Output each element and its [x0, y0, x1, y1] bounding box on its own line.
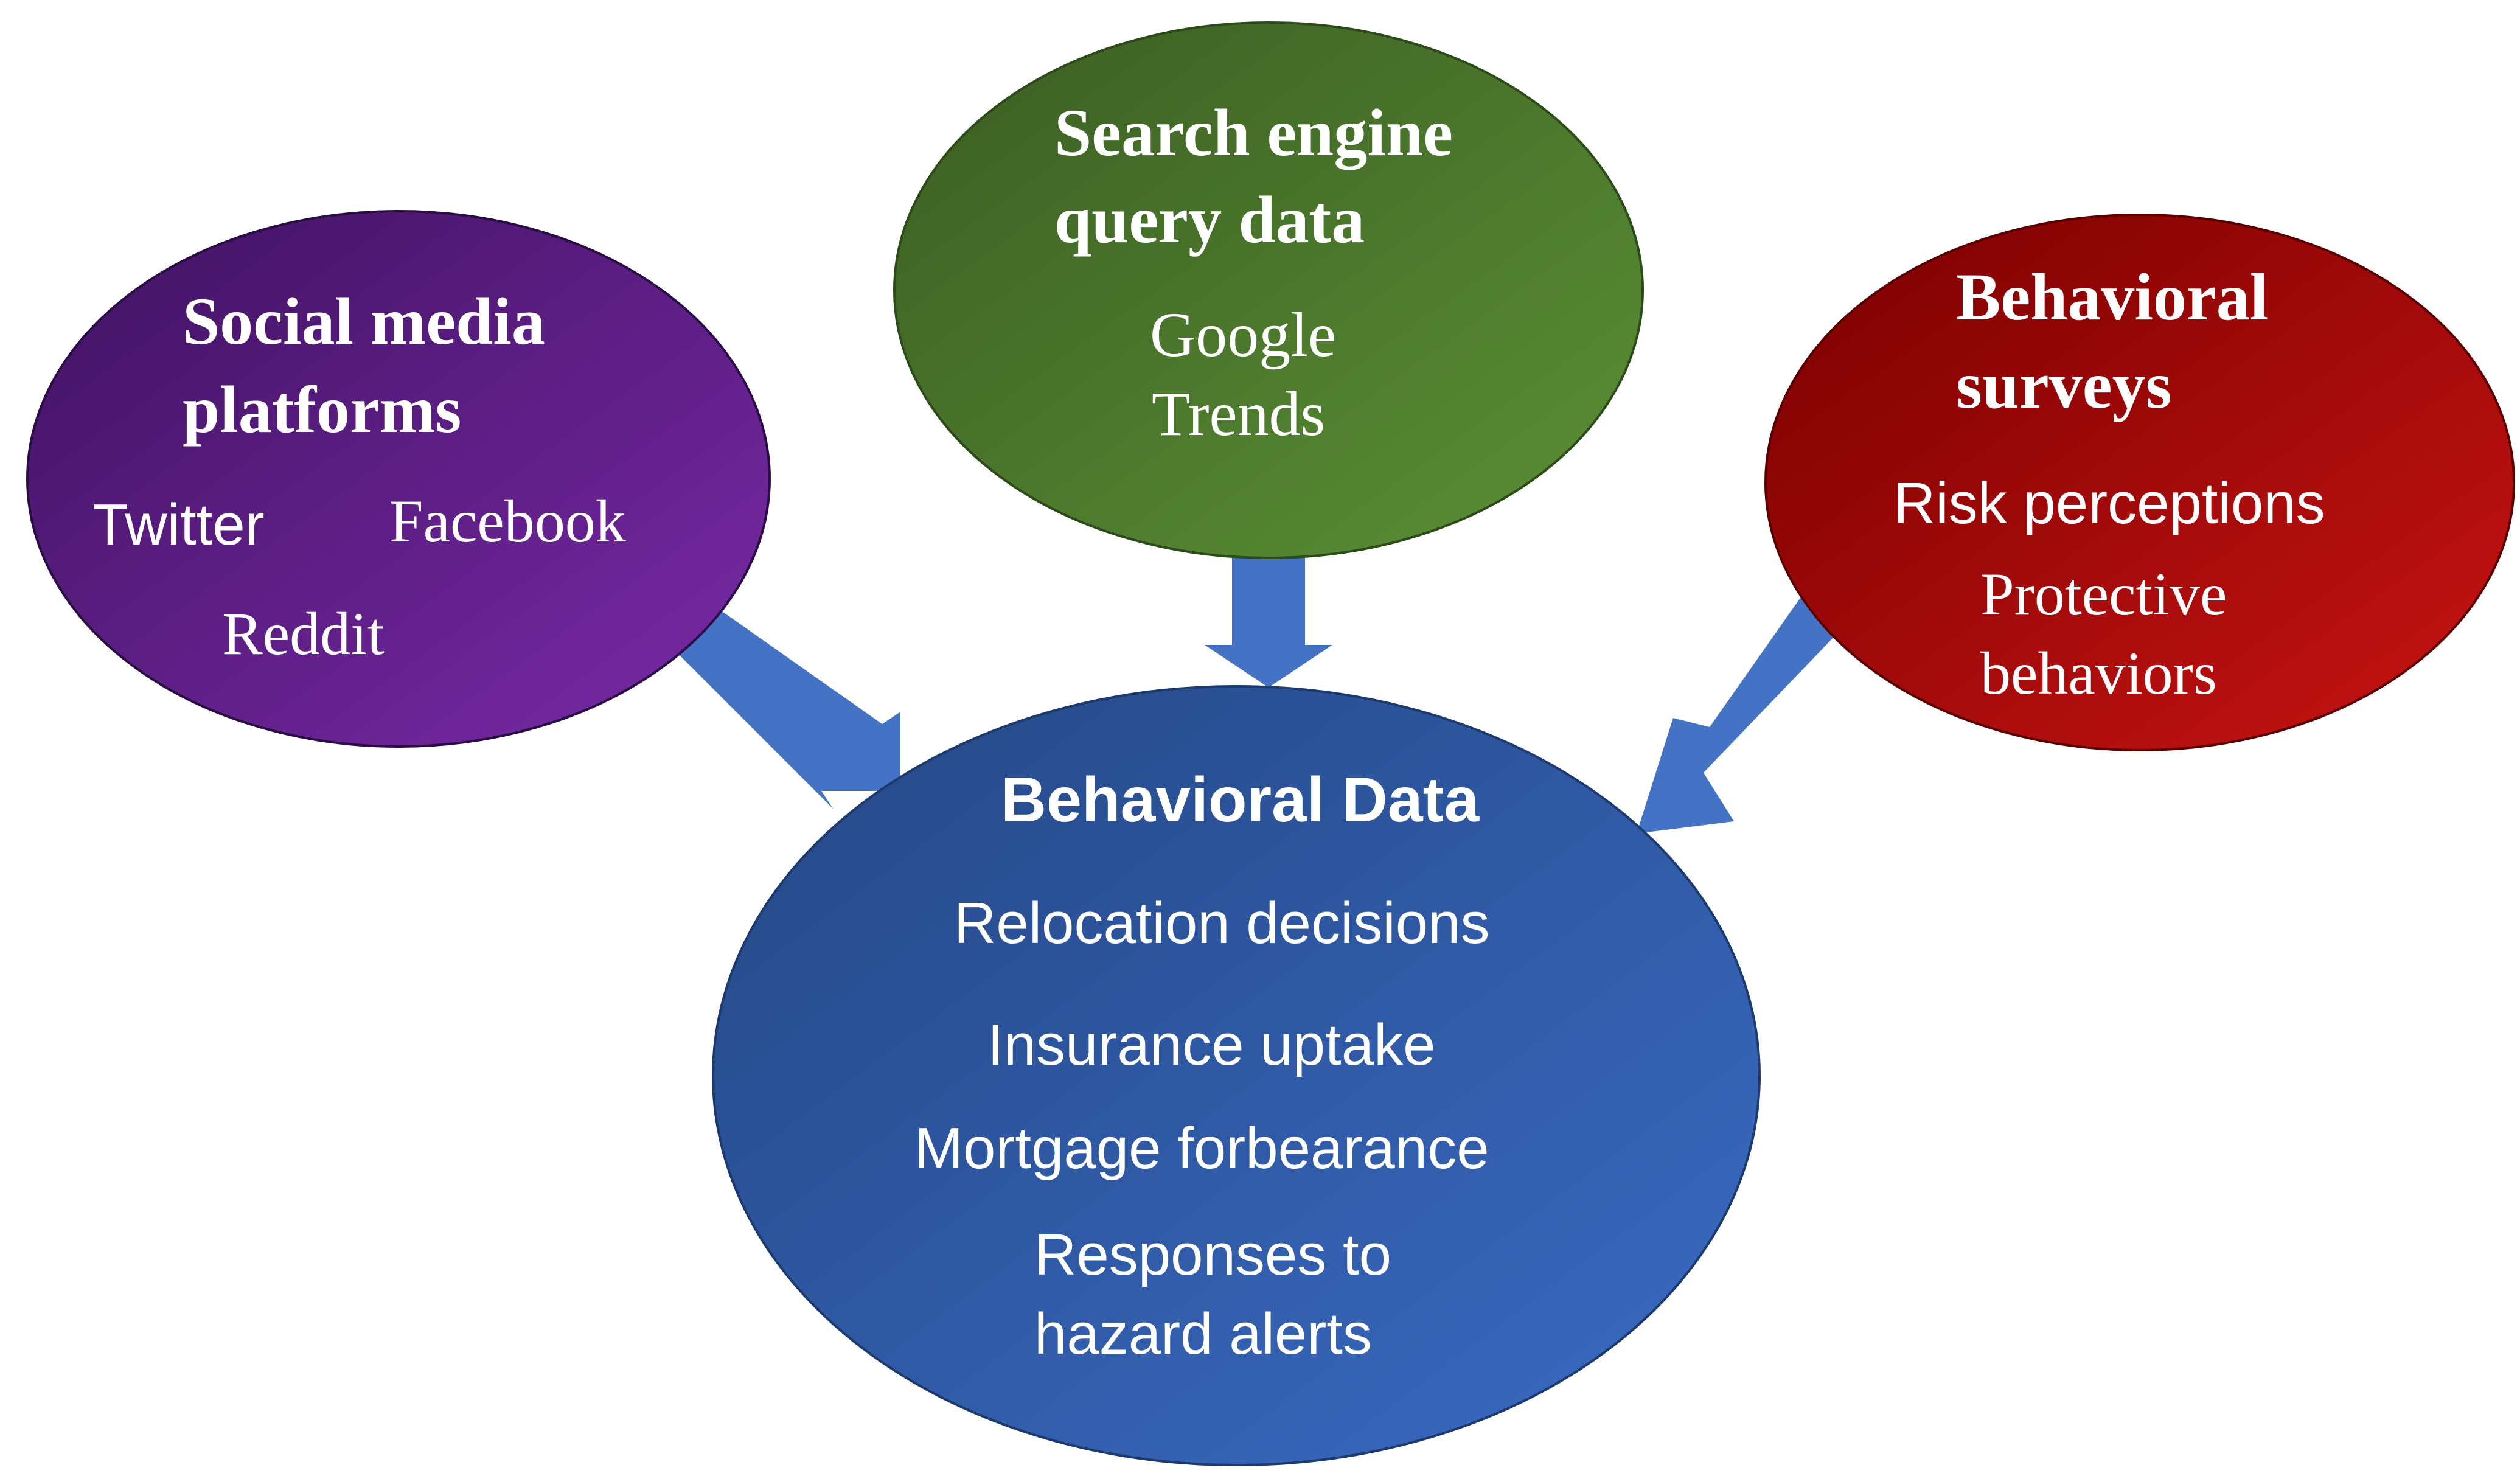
arrow-social-to-center	[675, 608, 900, 809]
behavioral-surveys-item-protective: Protective	[1980, 560, 2227, 628]
search-engine-title-line2: query data	[1054, 183, 1365, 257]
behavioral-surveys-ellipse	[1764, 214, 2515, 751]
node-search-engine: Search engine query data Google Trends	[893, 21, 1644, 559]
node-social-media: Social media platforms Twitter Facebook …	[26, 210, 771, 748]
behavioral-surveys-title-line1: Behavioral	[1956, 260, 2268, 334]
behavioral-surveys-item-behaviors: behaviors	[1980, 639, 2217, 707]
search-engine-title-line1: Search engine	[1054, 96, 1453, 170]
behavioral-data-item-responses-line2: hazard alerts	[1034, 1301, 1372, 1366]
arrow-surveys-to-center	[1637, 584, 1850, 834]
behavioral-data-item-insurance: Insurance uptake	[987, 1012, 1436, 1077]
behavioral-surveys-item-risk-perceptions: Risk perceptions	[1893, 471, 2325, 536]
search-engine-ellipse	[893, 21, 1644, 559]
behavioral-data-item-responses-line1: Responses to	[1034, 1222, 1391, 1287]
search-engine-item-google: Google	[1150, 300, 1336, 370]
social-media-item-twitter: Twitter	[92, 492, 265, 557]
social-media-item-reddit: Reddit	[222, 600, 385, 667]
behavioral-data-item-mortgage: Mortgage forbearance	[914, 1116, 1489, 1181]
search-engine-item-trends: Trends	[1152, 379, 1325, 449]
social-media-title-line1: Social media	[183, 284, 545, 358]
behavioral-surveys-title-line2: surveys	[1956, 348, 2171, 422]
node-behavioral-data: Behavioral Data Relocation decisions Ins…	[712, 685, 1761, 1466]
social-media-ellipse	[26, 210, 771, 748]
behavioral-data-item-relocation: Relocation decisions	[954, 891, 1490, 956]
behavioral-data-title: Behavioral Data	[1001, 765, 1480, 835]
behavioral-data-ellipse	[712, 685, 1761, 1466]
node-behavioral-surveys: Behavioral surveys Risk perceptions Prot…	[1764, 214, 2515, 751]
arrow-search-to-center	[1205, 555, 1332, 688]
social-media-item-facebook: Facebook	[389, 487, 626, 555]
social-media-title-line2: platforms	[183, 372, 461, 447]
